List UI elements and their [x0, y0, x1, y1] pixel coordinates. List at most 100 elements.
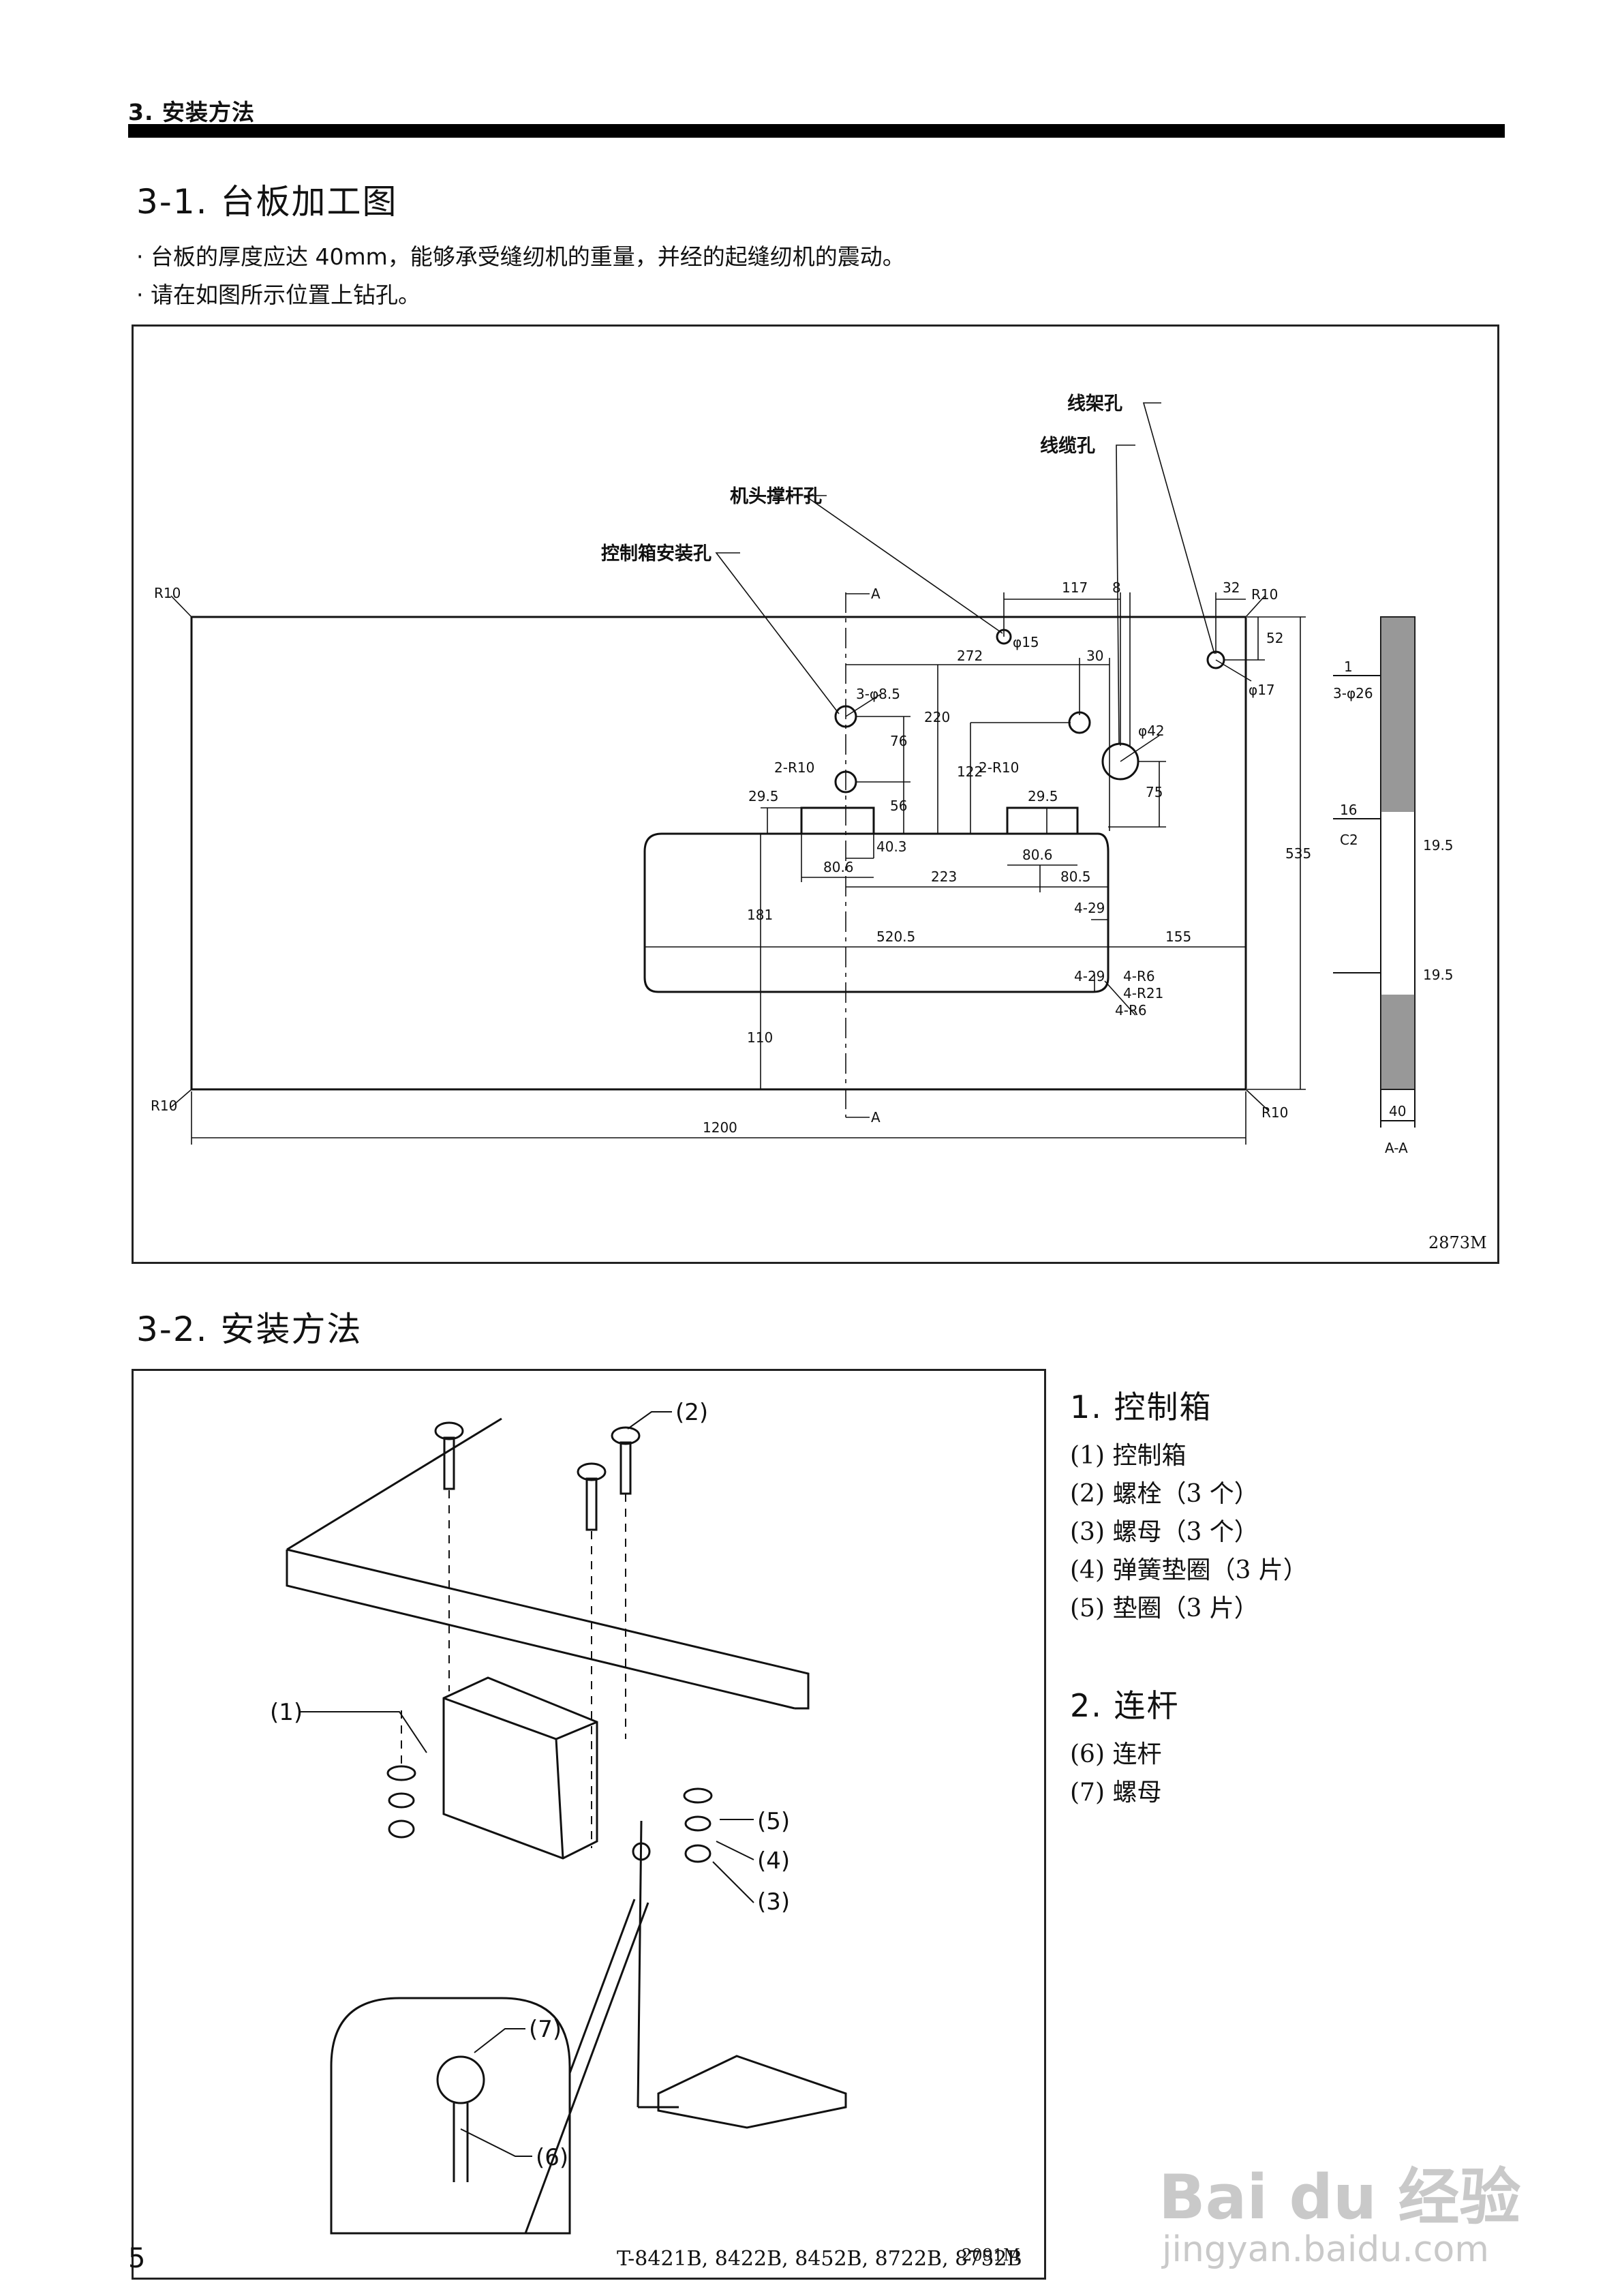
sec-dim-16: 16 — [1340, 802, 1357, 818]
dim-520-5: 520.5 — [876, 928, 915, 945]
callout-1: (1) — [270, 1699, 303, 1726]
group-linkage-title: 2. 连杆 — [1070, 1687, 1180, 1724]
group-control-box-list: (1) 控制箱 (2) 螺栓（3 个） (3) 螺母（3 个） (4) 弹簧垫圈… — [1070, 1437, 1308, 1628]
list-item: (7) 螺母 — [1070, 1779, 1162, 1807]
list-item: (6) 连杆 — [1070, 1740, 1162, 1768]
bullet-thickness: · 台板的厚度应达 40mm，能够承受缝纫机的重量，并经的起缝纫机的震动。 — [136, 243, 905, 270]
linkage-rod — [637, 1820, 679, 2109]
dim-40-3: 40.3 — [876, 839, 907, 855]
dim-r10-tr: R10 — [1251, 586, 1278, 603]
cut-a-top: A — [871, 586, 881, 602]
notch-right — [1006, 806, 1079, 834]
dim-2r10-left: 2-R10 — [774, 759, 814, 776]
dim-220: 220 — [924, 709, 950, 725]
dim-4-29-b: 4-29 — [1074, 968, 1105, 984]
bolt-1 — [434, 1421, 464, 1490]
detail-inset — [330, 1997, 571, 2235]
dim-29-5-right: 29.5 — [1028, 788, 1058, 804]
page-number: 5 — [128, 2243, 146, 2274]
list-item: (4) 弹簧垫圈（3 片） — [1070, 1556, 1308, 1584]
dim-181: 181 — [747, 907, 773, 923]
install-illustration: (2) (1) (5) (4) (3) (7) (6) 2091M — [270, 1399, 1020, 2265]
table-drawing: 117 8 32 R10 272 30 52 φ15 φ17 3-φ8.5 φ4… — [151, 393, 1487, 1252]
hole-control-3 — [1068, 711, 1091, 734]
watermark-brand: Bai du 经验 — [1159, 2162, 1521, 2233]
notch-left — [800, 806, 875, 834]
dim-52: 52 — [1266, 630, 1283, 646]
dim-110: 110 — [747, 1029, 773, 1046]
group-linkage-list: (6) 连杆 (7) 螺母 — [1070, 1736, 1161, 1812]
dim-29-5-left: 29.5 — [748, 788, 779, 804]
dim-phi8-5: 3-φ8.5 — [856, 686, 900, 702]
section-label-aa: A-A — [1385, 1140, 1408, 1156]
dim-r10-bl: R10 — [151, 1098, 177, 1114]
dim-75: 75 — [1146, 784, 1163, 800]
control-box — [442, 1676, 598, 1860]
callout-6: (6) — [536, 2144, 568, 2171]
section-title-3-2: 3-2. 安装方法 — [136, 1310, 363, 1349]
dim-r10-br: R10 — [1261, 1104, 1288, 1121]
callout-4: (4) — [757, 1847, 790, 1875]
bolt-2 — [577, 1462, 607, 1531]
sec-dim-19-5-b: 19.5 — [1423, 967, 1454, 983]
callout-head-support-hole: 机头撑杆孔 — [730, 486, 822, 507]
list-item: (1) 控制箱 — [1070, 1442, 1187, 1470]
watermark-url: jingyan.baidu.com — [1162, 2229, 1489, 2270]
callout-2: (2) — [675, 1399, 708, 1426]
nut — [684, 1844, 711, 1863]
washer — [683, 1787, 713, 1804]
section-header: 3. 安装方法 — [128, 99, 255, 125]
callout-7: (7) — [529, 2016, 562, 2043]
callout-5: (5) — [757, 1808, 790, 1835]
group-control-box-title: 1. 控制箱 — [1070, 1389, 1212, 1425]
dim-535: 535 — [1285, 845, 1311, 862]
dim-117: 117 — [1062, 579, 1088, 596]
header-rule — [128, 124, 1505, 138]
list-item: (3) 螺母（3 个） — [1070, 1518, 1259, 1546]
dim-phi15: φ15 — [1013, 634, 1039, 650]
pedal — [657, 2055, 847, 2129]
machine-cutout — [643, 832, 1110, 993]
callout-control-box-hole: 控制箱安装孔 — [601, 543, 711, 564]
cut-a-bottom: A — [871, 1109, 881, 1126]
dim-76: 76 — [890, 733, 907, 749]
table-outline — [190, 616, 1247, 1091]
dim-phi42: φ42 — [1138, 723, 1165, 739]
dim-80-5: 80.5 — [1060, 868, 1091, 885]
list-item: (2) 螺栓（3 个） — [1070, 1480, 1259, 1508]
dim-4-r6-b: 4-R6 — [1115, 1002, 1147, 1018]
sec-dim-1: 1 — [1344, 659, 1353, 675]
table-drawing-frame: 117 8 32 R10 272 30 52 φ15 φ17 3-φ8.5 φ4… — [132, 324, 1499, 1264]
dim-1200: 1200 — [703, 1119, 737, 1136]
callout-thread-stand-hole: 线架孔 — [1067, 393, 1122, 414]
ball-joint — [436, 2055, 485, 2104]
dim-80-6-right: 80.6 — [1022, 847, 1053, 863]
dim-phi17: φ17 — [1249, 682, 1275, 698]
dim-272: 272 — [957, 648, 983, 664]
spring-washer — [684, 1815, 711, 1832]
sec-dim-19-5-a: 19.5 — [1423, 837, 1454, 854]
dim-4-r21: 4-R21 — [1123, 985, 1163, 1001]
figure-code-2091m: 2091M — [962, 2246, 1020, 2265]
dim-80-6-left: 80.6 — [823, 859, 854, 875]
sec-dim-40: 40 — [1389, 1103, 1406, 1119]
dim-30: 30 — [1086, 648, 1103, 664]
dim-2r10-right: 2-R10 — [979, 759, 1019, 776]
dim-56: 56 — [890, 798, 907, 814]
list-item: (5) 垫圈（3 片） — [1070, 1595, 1259, 1622]
dim-32: 32 — [1223, 579, 1240, 596]
bullet-drill: · 请在如图所示位置上钻孔。 — [136, 282, 420, 308]
dim-4-29-a: 4-29 — [1074, 900, 1105, 916]
dim-223: 223 — [931, 868, 957, 885]
callout-3: (3) — [757, 1888, 790, 1916]
callout-cable-hole: 线缆孔 — [1040, 436, 1095, 457]
dim-8: 8 — [1112, 579, 1121, 596]
sec-dim-holes: 3-φ26 — [1333, 685, 1373, 701]
dim-122: 122 — [957, 764, 983, 780]
section-title-3-1: 3-1. 台板加工图 — [136, 182, 398, 222]
dim-r10-tl: R10 — [154, 585, 181, 601]
model-list: T-8421B, 8422B, 8452B, 8722B, 8752B — [617, 2247, 1022, 2271]
install-figure-frame: (2) (1) (5) (4) (3) (7) (6) 2091M — [132, 1369, 1046, 2280]
dim-155: 155 — [1165, 928, 1191, 945]
sec-dim-c2: C2 — [1340, 832, 1358, 848]
